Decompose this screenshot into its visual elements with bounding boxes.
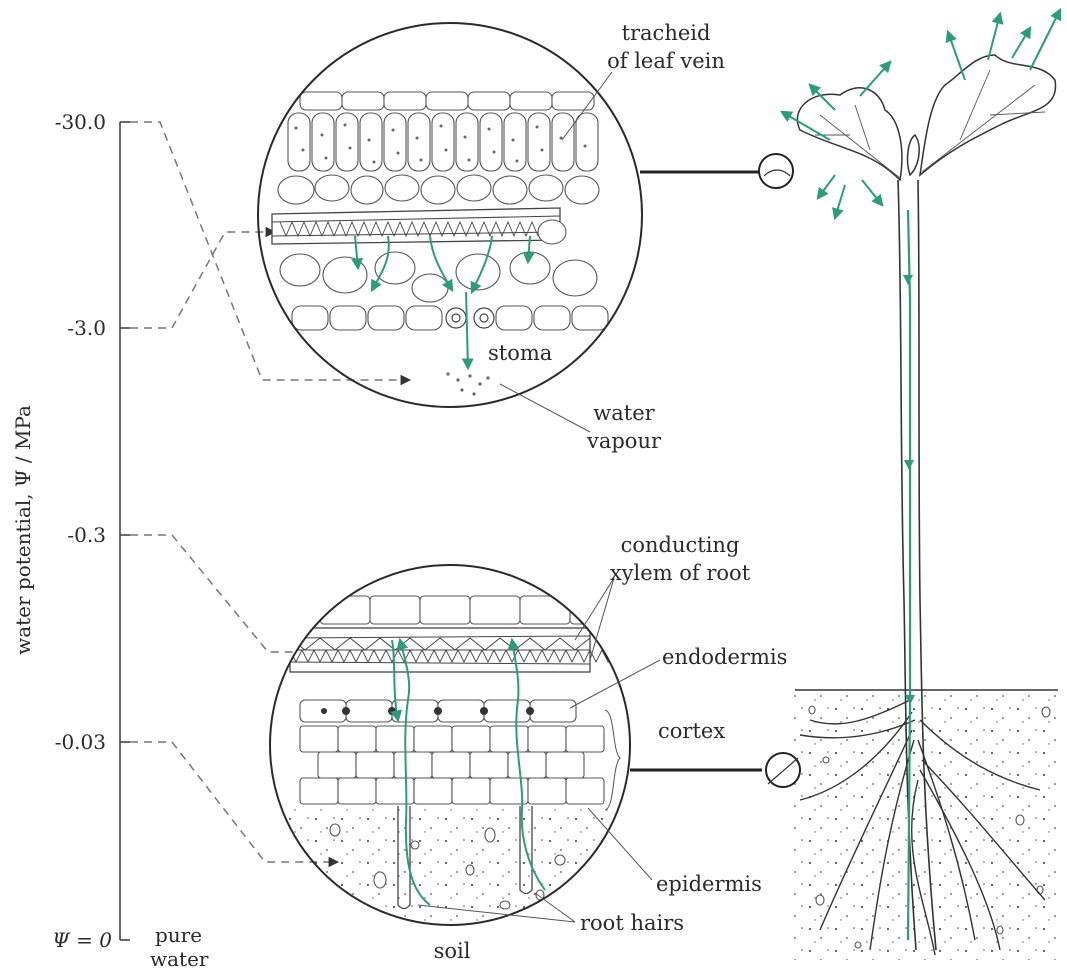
tick-label-minus-30: -30.0 [55,110,106,134]
palisade-layer [288,113,598,171]
pure-label: pure [155,923,202,947]
tick-label-zero: Ψ = 0 [52,928,112,952]
cortex-brace [605,710,620,810]
label-vapour: vapour [586,429,662,453]
guard-cells [446,308,494,328]
root-inner-cells [320,596,620,624]
axis-title: water potential, Ψ / MPa [11,405,35,655]
cortex-cells [300,726,604,804]
leaf-vein-tracheid [272,208,560,244]
root-xylem [290,628,620,672]
tick-label-minus-0-03: -0.03 [55,730,106,754]
label-endodermis: endodermis [662,645,787,669]
label-of-leaf-vein: of leaf vein [607,49,725,73]
guide-line-leaf [130,232,275,328]
upper-epidermis [300,92,594,110]
label-soil: soil [434,939,471,963]
label-cortex: cortex [658,719,725,743]
root-cross-section [260,565,640,938]
leader-xylem-1 [575,578,614,640]
label-stoma: stoma [488,341,552,365]
plant-leaves [797,55,1055,180]
spongy-mesophyll-upper [278,175,599,204]
leaf-zoom-marker [759,154,793,188]
label-root-hairs: root hairs [580,911,684,935]
label-epidermis: epidermis [656,872,762,896]
plant-soil [790,690,1058,960]
guide-line-root-xylem [130,535,325,652]
tick-label-minus-3: -3.0 [67,316,106,340]
zoom-connectors [630,172,762,770]
leaf-cross-section [258,23,642,407]
leader-vapour [500,384,590,432]
vapour-dots [446,372,489,395]
label-xylem-of-root: xylem of root [610,561,751,585]
label-conducting: conducting [621,533,740,557]
label-tracheid: tracheid [622,21,711,45]
plant-illustration [759,10,1060,960]
water-label: water [150,947,209,971]
tick-label-minus-0-3: -0.3 [67,523,106,547]
water-potential-axis: -30.0 -3.0 -0.3 -0.03 Ψ = 0 pure water w… [11,110,209,971]
endodermis-layer [300,700,576,722]
label-water: water [593,401,655,425]
leader-root-hair-2 [535,893,575,922]
